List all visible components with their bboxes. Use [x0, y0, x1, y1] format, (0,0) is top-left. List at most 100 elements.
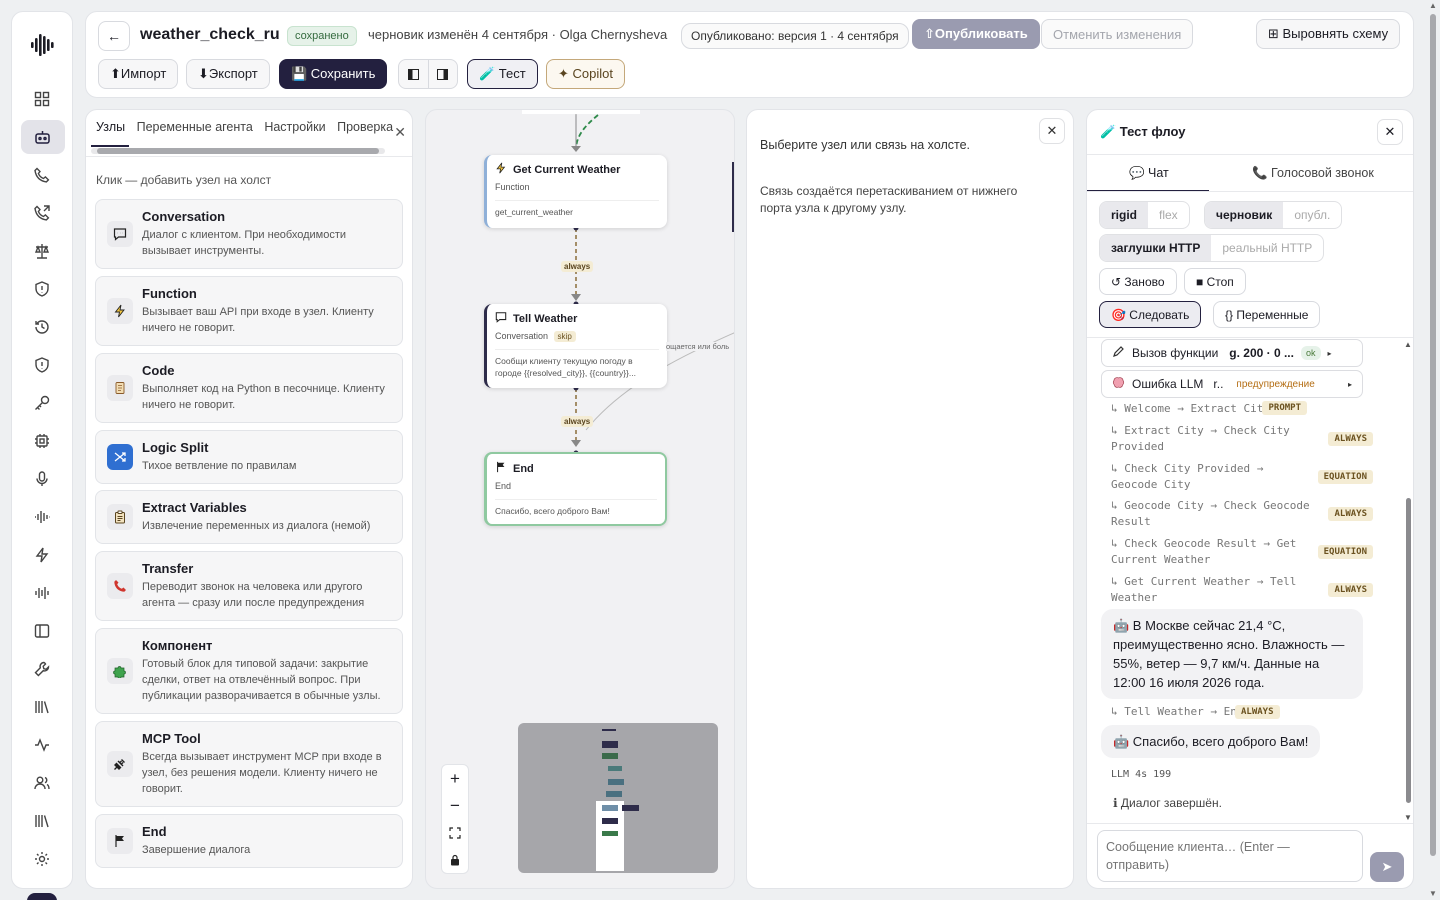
mode-rigid-flex[interactable]: rigid flex	[1099, 201, 1190, 229]
tab-settings[interactable]: Настройки	[264, 120, 326, 134]
minimap-viewport[interactable]	[596, 801, 624, 871]
page-scrollbar-thumb[interactable]	[1430, 14, 1436, 856]
minimap[interactable]	[518, 723, 718, 873]
inspector-close-icon[interactable]: ✕	[1039, 118, 1065, 144]
chat-scrollbar[interactable]: ▲ ▼	[1403, 338, 1413, 822]
copilot-button[interactable]: ✦ Copilot	[546, 59, 625, 89]
node-card-transfer[interactable]: Transfer Переводит звонок на человека ил…	[95, 551, 403, 621]
function-call-row[interactable]: Вызов функции g. 200 · 0 ... ok ▸	[1101, 339, 1363, 367]
microphone-icon[interactable]	[31, 468, 53, 490]
mode-draft[interactable]: черновик	[1205, 202, 1284, 228]
scroll-down-icon[interactable]: ▼	[1404, 813, 1412, 822]
tabs-scrollbar-thumb[interactable]	[97, 148, 379, 154]
align-layout-button[interactable]: ⊞ Выровнять схему	[1256, 19, 1401, 49]
minimap-node	[602, 729, 616, 731]
mode-flex[interactable]: flex	[1159, 208, 1178, 222]
node-card-function[interactable]: Function Вызывает ваш API при входе в уз…	[95, 276, 403, 346]
activity-icon[interactable]	[31, 734, 53, 756]
mode-http-stubs[interactable]: заглушки HTTP	[1100, 235, 1212, 261]
client-message-input[interactable]	[1097, 830, 1363, 882]
phone-outgoing-icon[interactable]	[31, 202, 53, 224]
test-panel-close-icon[interactable]: ✕	[1377, 119, 1403, 145]
expand-icon[interactable]: ▸	[1347, 379, 1352, 389]
llm-error-row[interactable]: Ошибка LLM r.. предупреждение ▸	[1101, 370, 1363, 398]
chip-icon[interactable]	[31, 430, 53, 452]
key-icon[interactable]	[31, 392, 53, 414]
node-card-mcp-tool[interactable]: MCP Tool Всегда вызывает инструмент MCP …	[95, 721, 403, 807]
wrench-icon[interactable]	[31, 658, 53, 680]
library-icon[interactable]	[31, 696, 53, 718]
mode-version[interactable]: черновик опубл.	[1204, 201, 1343, 229]
back-button[interactable]: ←	[98, 21, 130, 51]
tab-validation[interactable]: Проверка	[337, 120, 394, 134]
discard-changes-button[interactable]: Отменить изменения	[1041, 19, 1194, 49]
node-card-logic-split[interactable]: Logic Split Тихое ветвление по правилам	[95, 430, 403, 484]
chat-log[interactable]: Вызов функции g. 200 · 0 ... ok ▸ Ошибка…	[1087, 338, 1413, 822]
page-scroll-up-icon[interactable]: ▲	[1429, 1, 1437, 10]
chat-scrollbar-thumb[interactable]	[1406, 498, 1411, 803]
node-card-component[interactable]: Компонент Готовый блок для типовой задач…	[95, 628, 403, 714]
mode-rigid[interactable]: rigid	[1100, 202, 1148, 228]
sidebar-layout-icon[interactable]	[31, 620, 53, 642]
send-button[interactable]: ➤	[1370, 852, 1404, 882]
audio-bars-icon[interactable]	[31, 582, 53, 604]
books-icon[interactable]	[31, 810, 53, 832]
scales-icon[interactable]	[31, 240, 53, 262]
test-button[interactable]: 🧪 Тест	[467, 59, 538, 89]
waveform-icon[interactable]	[31, 506, 53, 528]
settings-icon[interactable]	[31, 848, 53, 870]
restart-button[interactable]: ↺ Заново	[1099, 268, 1177, 295]
dashboard-icon[interactable]	[31, 88, 53, 110]
expand-icon[interactable]: ▸	[1327, 348, 1332, 358]
page-scroll-down-icon[interactable]: ▼	[1429, 889, 1437, 898]
node-card-title: Extract Variables	[142, 500, 247, 515]
shield-icon[interactable]	[31, 278, 53, 300]
flow-node-tell-weather[interactable]: Tell Weather Conversation skip Сообщи кл…	[484, 304, 667, 388]
avatar[interactable]	[27, 893, 57, 900]
import-button[interactable]: ⬆Импорт	[98, 59, 179, 89]
lock-icon[interactable]	[442, 846, 468, 873]
users-icon[interactable]	[31, 772, 53, 794]
toggle-right-panel-icon[interactable]	[429, 60, 458, 88]
edge-label[interactable]: always	[561, 416, 594, 427]
bot-message: 🤖 Спасибо, всего доброго Вам!	[1101, 725, 1321, 758]
close-icon[interactable]: ✕	[394, 124, 406, 140]
node-card-code[interactable]: Code Выполняет код на Python в песочнице…	[95, 353, 403, 423]
export-button[interactable]: ⬇Экспорт	[186, 59, 270, 89]
tab-voice-call[interactable]: 📞 Голосовой звонок	[1252, 166, 1374, 180]
save-button[interactable]: 💾 Сохранить	[279, 59, 388, 89]
flow-canvas[interactable]: Get Current Weather Function get_current…	[425, 109, 735, 889]
node-card-extract-variables[interactable]: Extract Variables Извлечение переменных …	[95, 490, 403, 544]
lightning-icon[interactable]	[31, 544, 53, 566]
toggle-left-panel-icon[interactable]	[399, 60, 429, 88]
flag-icon	[107, 828, 133, 854]
chat-top-divider	[1087, 337, 1413, 338]
follow-button[interactable]: 🎯 Следовать	[1099, 301, 1202, 328]
phone-icon[interactable]	[31, 164, 53, 186]
mode-http-real[interactable]: реальный HTTP	[1222, 241, 1313, 255]
stop-button[interactable]: ■ Стоп	[1184, 268, 1246, 295]
tabs-scrollbar[interactable]	[91, 148, 385, 154]
side-edge-label: ощается или боль	[666, 342, 730, 351]
flow-node-end[interactable]: End End Спасибо, всего доброго Вам!	[484, 452, 667, 526]
bot-icon[interactable]	[31, 126, 53, 148]
tab-chat[interactable]: 💬 Чат	[1129, 166, 1169, 180]
page-scrollbar[interactable]: ▲ ▼	[1426, 0, 1440, 900]
flow-node-get-current-weather[interactable]: Get Current Weather Function get_current…	[484, 155, 667, 228]
history-icon[interactable]	[31, 316, 53, 338]
publish-button[interactable]: ⇧Опубликовать	[912, 19, 1040, 49]
zoom-out-button[interactable]: −	[450, 795, 460, 815]
tab-nodes[interactable]: Узлы	[96, 120, 126, 134]
fit-view-icon[interactable]	[442, 819, 468, 846]
node-card-end[interactable]: End Завершение диалога	[95, 814, 403, 868]
mode-published[interactable]: опубл.	[1294, 208, 1331, 222]
scroll-up-icon[interactable]: ▲	[1404, 340, 1412, 349]
shield-alert-icon[interactable]	[31, 354, 53, 376]
mode-http[interactable]: заглушки HTTP реальный HTTP	[1099, 234, 1325, 262]
edge-label[interactable]: always	[561, 261, 594, 272]
variables-button[interactable]: {} Переменные	[1213, 301, 1321, 328]
trace-tag: EQUATION	[1317, 545, 1373, 559]
node-card-conversation[interactable]: Conversation Диалог с клиентом. При необ…	[95, 199, 403, 269]
tab-agent-variables[interactable]: Переменные агента	[136, 120, 253, 134]
zoom-in-button[interactable]: +	[450, 768, 460, 788]
